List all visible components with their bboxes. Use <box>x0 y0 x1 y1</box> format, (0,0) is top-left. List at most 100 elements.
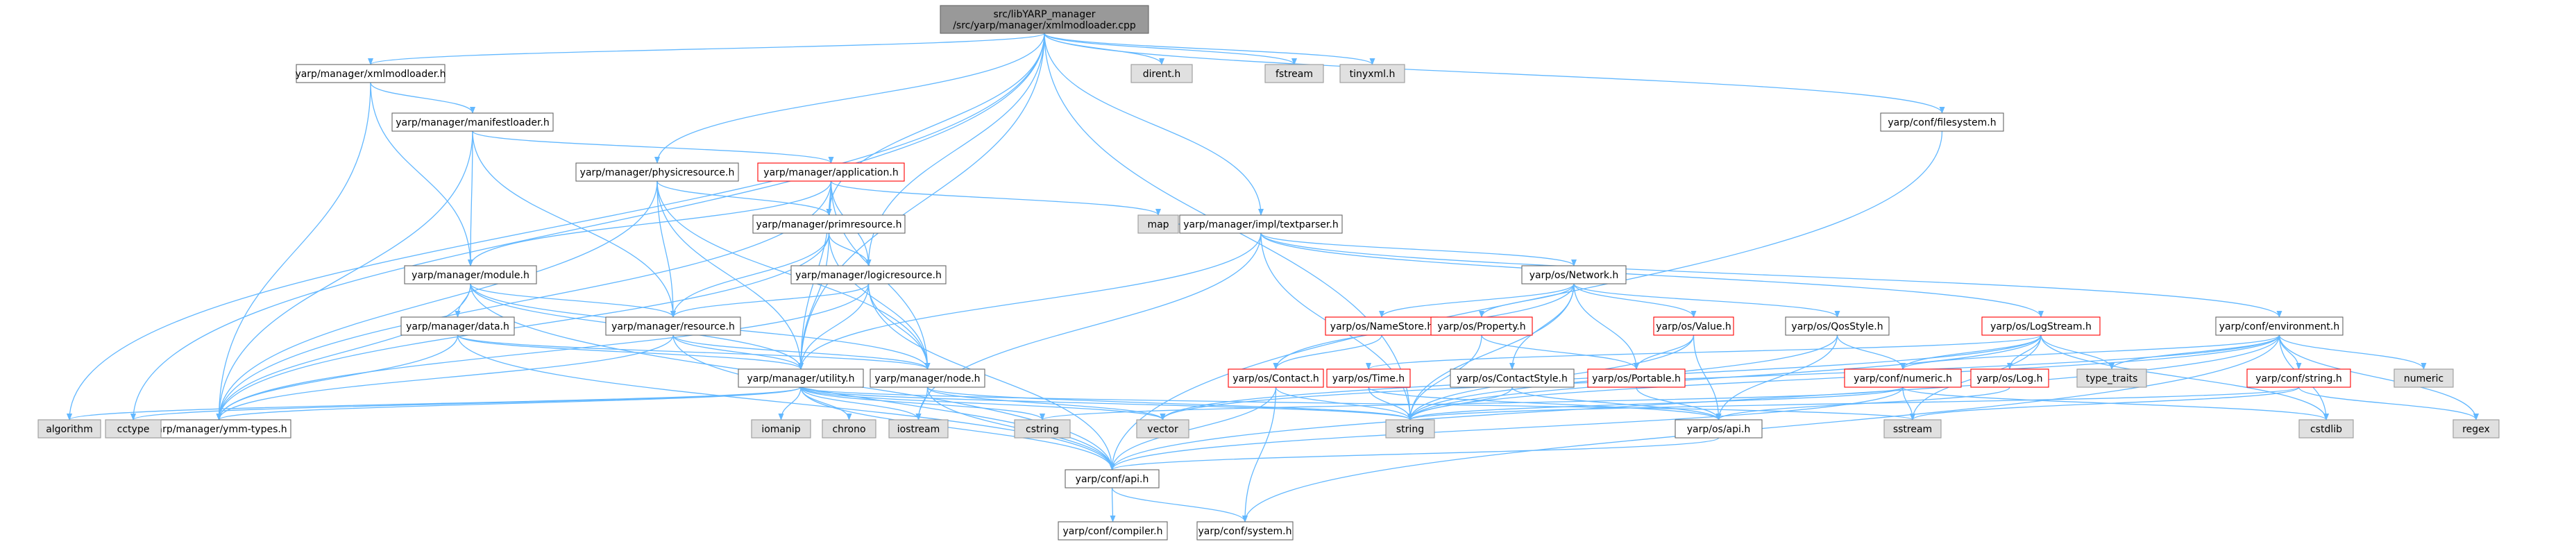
node-data[interactable]: yarp/manager/data.h <box>400 316 515 336</box>
node-contactstyle[interactable]: yarp/os/ContactStyle.h <box>1450 368 1575 388</box>
edge-environment-to-numericstd <box>2278 334 2427 370</box>
edge-manifestloader-to-resource <box>472 130 676 318</box>
node-label-iomanip: iomanip <box>761 424 800 435</box>
node-box-numeric <box>1844 368 1962 388</box>
node-ymmtypes[interactable]: yarp/manager/ymm-types.h <box>146 419 291 439</box>
edge-resource-to-utility <box>672 334 804 370</box>
edge-physicresource-to-ymmtypes <box>216 180 658 420</box>
node-filesystem[interactable]: yarp/conf/filesystem.h <box>1880 112 2004 132</box>
node-box-log <box>1970 368 2049 388</box>
edge-network-to-string <box>1407 283 1575 420</box>
node-box-contact <box>1228 368 1324 388</box>
edge-network-to-qosstyle <box>1573 283 1840 318</box>
node-box-environment <box>2215 316 2344 336</box>
edge-node-to-vector <box>926 386 1166 420</box>
edge-environment-to-typetraits <box>2109 334 2280 370</box>
edge-logicresource-to-utility <box>798 283 870 370</box>
node-box-resource <box>605 316 741 336</box>
node-box-osapi <box>1675 419 1763 439</box>
node-confapi[interactable]: yarp/conf/api.h <box>1065 469 1160 488</box>
node-fstream: fstream <box>1264 64 1324 83</box>
node-manifestloader[interactable]: yarp/manager/manifestloader.h <box>391 112 554 132</box>
node-qosstyle[interactable]: yarp/os/QosStyle.h <box>1785 316 1890 336</box>
node-label-xmlmodloader: yarp/manager/xmlmodloader.h <box>295 69 446 80</box>
node-log[interactable]: yarp/os/Log.h <box>1970 368 2049 388</box>
node-algorithm: algorithm <box>37 419 101 439</box>
node-iostream: iostream <box>888 419 949 439</box>
node-box-iomanip <box>751 419 811 439</box>
node-compiler[interactable]: yarp/conf/compiler.h <box>1058 521 1168 541</box>
node-xmlmodloader[interactable]: yarp/manager/xmlmodloader.h <box>295 64 446 83</box>
node-typetraits: type_traits <box>2076 368 2147 388</box>
node-box-cctype <box>105 419 162 439</box>
edge-confstring-to-string <box>1407 386 2300 420</box>
node-label-fstream: fstream <box>1276 69 1313 80</box>
edge-data-to-ymmtypes <box>216 334 459 420</box>
edge-application-to-map <box>830 180 1161 216</box>
node-box-contactstyle <box>1450 368 1575 388</box>
node-node[interactable]: yarp/manager/node.h <box>870 368 985 388</box>
node-dirent: dirent.h <box>1130 64 1193 83</box>
node-contact[interactable]: yarp/os/Contact.h <box>1228 368 1324 388</box>
node-resource[interactable]: yarp/manager/resource.h <box>605 316 741 336</box>
node-box-xmlmodloader <box>296 64 446 83</box>
edge-contact-to-system <box>1242 386 1277 522</box>
edge-filesystem-to-confapi <box>1109 130 1943 470</box>
node-label-data: yarp/manager/data.h <box>406 321 509 332</box>
edge-logicresource-to-ymmtypes <box>216 283 870 420</box>
node-box-textparser <box>1179 214 1343 234</box>
edge-property-to-portable <box>1481 334 1639 370</box>
node-value[interactable]: yarp/os/Value.h <box>1653 316 1734 336</box>
edge-textparser-to-environment <box>1260 232 2282 318</box>
edge-environment-to-vector <box>1160 334 2280 420</box>
edge-data-to-utility <box>457 334 804 370</box>
node-primresource[interactable]: yarp/manager/primresource.h <box>752 214 906 234</box>
node-box-vector <box>1136 419 1189 439</box>
node-label-manifestloader: yarp/manager/manifestloader.h <box>396 117 550 128</box>
node-box-node <box>870 368 985 388</box>
edge-numeric-to-confapi <box>1109 386 1904 470</box>
node-property[interactable]: yarp/os/Property.h <box>1430 316 1533 336</box>
node-textparser[interactable]: yarp/manager/impl/textparser.h <box>1179 214 1343 234</box>
edge-xmlmodloader-to-ymmtypes <box>216 82 371 420</box>
node-box-numericstd <box>2393 368 2454 388</box>
node-box-string <box>1385 419 1435 439</box>
node-label-iostream: iostream <box>897 424 940 435</box>
nodes-layer: src/libYARP_manager/src/yarp/manager/xml… <box>37 5 2500 541</box>
node-physicresource[interactable]: yarp/manager/physicresource.h <box>575 162 739 182</box>
node-osapi[interactable]: yarp/os/api.h <box>1675 419 1763 439</box>
node-chrono: chrono <box>822 419 876 439</box>
node-box-data <box>400 316 515 336</box>
node-portable[interactable]: yarp/os/Portable.h <box>1587 368 1686 388</box>
node-system[interactable]: yarp/conf/system.h <box>1196 521 1294 541</box>
node-label-map: map <box>1147 219 1169 230</box>
node-root: src/libYARP_manager/src/yarp/manager/xml… <box>940 5 1149 34</box>
node-box-map <box>1137 214 1179 234</box>
node-utility[interactable]: yarp/manager/utility.h <box>738 368 864 388</box>
node-network[interactable]: yarp/os/Network.h <box>1521 265 1627 284</box>
node-label-chrono: chrono <box>832 424 865 435</box>
node-logicresource[interactable]: yarp/manager/logicresource.h <box>790 265 947 284</box>
node-namestore[interactable]: yarp/os/NameStore.h <box>1325 316 1439 336</box>
edge-root-to-xmlmodloader <box>368 33 1045 65</box>
node-logstream[interactable]: yarp/os/LogStream.h <box>1981 316 2101 336</box>
node-time[interactable]: yarp/os/Time.h <box>1326 368 1411 388</box>
node-label-property: yarp/os/Property.h <box>1437 321 1525 332</box>
node-label-cstring: cstring <box>1026 424 1059 435</box>
node-box-module <box>404 265 537 284</box>
node-module[interactable]: yarp/manager/module.h <box>404 265 537 284</box>
node-application[interactable]: yarp/manager/application.h <box>757 162 905 182</box>
node-box-sstream <box>1883 419 1942 439</box>
node-environment[interactable]: yarp/conf/environment.h <box>2215 316 2344 336</box>
node-numericstd: numeric <box>2393 368 2454 388</box>
node-numeric[interactable]: yarp/conf/numeric.h <box>1844 368 1962 388</box>
edge-root-to-tinyxml <box>1044 33 1375 65</box>
edge-primresource-to-node <box>828 232 931 370</box>
node-confstring[interactable]: yarp/conf/string.h <box>2246 368 2351 388</box>
edge-resource-to-node <box>672 334 931 370</box>
edge-module-to-ymmtypes <box>216 283 471 420</box>
edge-data-to-confapi <box>457 334 1115 470</box>
edge-network-to-value <box>1573 283 1697 318</box>
edge-osapi-to-confapi <box>1109 437 1720 470</box>
